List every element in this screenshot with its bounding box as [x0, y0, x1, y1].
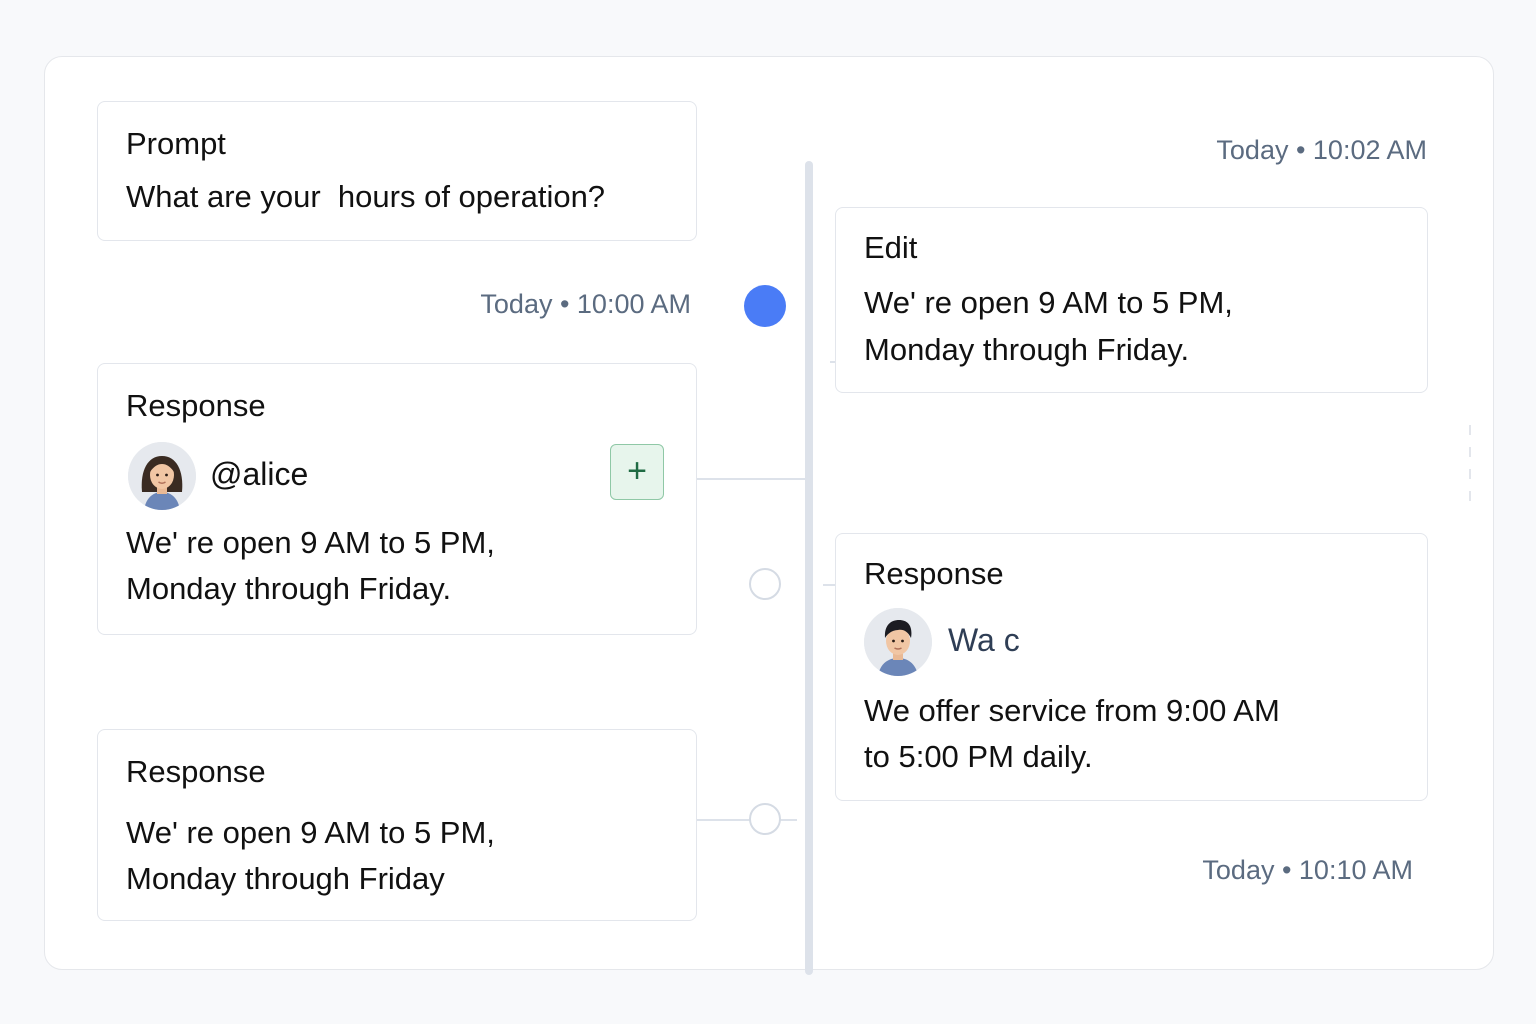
timestamp: Today • 10:10 AM — [1202, 855, 1413, 885]
edit-text-line: We' re open 9 AM to 5 PM, — [864, 285, 1233, 320]
divider-dash — [1469, 447, 1471, 457]
prompt-card: Prompt What are your hours of operation? — [97, 101, 697, 241]
response-text-line: We offer service from 9:00 AM — [864, 693, 1280, 728]
edit-text-line: Monday through Friday. — [864, 332, 1190, 367]
divider-dash — [1469, 469, 1471, 479]
add-button[interactable]: + — [610, 444, 664, 500]
connector-alice — [695, 478, 807, 480]
woman-avatar-icon — [128, 442, 196, 510]
response-text-line: We' re open 9 AM to 5 PM, — [126, 525, 495, 560]
card-title: Response — [126, 388, 266, 423]
timestamp: Today • 10:02 AM — [1216, 135, 1427, 165]
timeline-node[interactable] — [749, 803, 781, 835]
timestamp: Today • 10:00 AM — [480, 289, 691, 319]
prompt-text: What are your hours of operation? — [126, 179, 606, 214]
username[interactable]: Wa c — [948, 622, 1020, 658]
divider-dash — [1469, 491, 1471, 501]
card-title: Prompt — [126, 126, 226, 161]
response-text-line: We' re open 9 AM to 5 PM, — [126, 815, 495, 850]
card-title: Response — [126, 754, 266, 789]
timeline-node[interactable] — [749, 568, 781, 600]
card-title: Response — [864, 556, 1004, 591]
timeline-rail — [805, 161, 813, 975]
card-title: Edit — [864, 230, 918, 265]
avatar — [128, 442, 196, 510]
divider-dash — [1469, 425, 1471, 435]
response-text-line: Monday through Friday. — [126, 571, 452, 606]
username[interactable]: @alice — [210, 456, 309, 492]
timeline-panel: Prompt What are your hours of operation?… — [44, 56, 1494, 975]
edit-card: Edit We' re open 9 AM to 5 PM, Monday th… — [835, 207, 1428, 393]
response-text-line: to 5:00 PM daily. — [864, 739, 1093, 774]
avatar — [864, 608, 932, 676]
response-card: Response @alice + We' re open 9 AM to 5 … — [97, 363, 697, 635]
man-avatar-icon — [864, 608, 932, 676]
response-card: Response We' re open 9 AM to 5 PM, Monda… — [97, 729, 697, 921]
timeline-node-active[interactable] — [744, 285, 786, 327]
connector-response-bottom — [695, 819, 797, 821]
response-card: Response Wa c We offer service from 9:00… — [835, 533, 1428, 801]
response-text-line: Monday through Friday — [126, 861, 445, 896]
